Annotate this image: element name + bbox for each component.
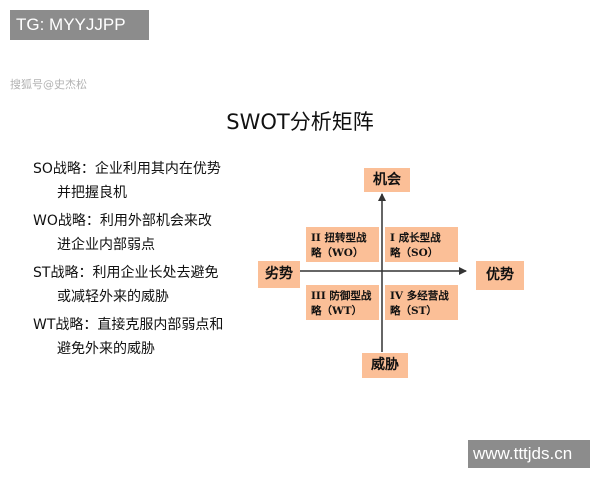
quadrant-st-line2: 略（ST） bbox=[390, 305, 437, 317]
quadrant-so-line1: I 成长型战 bbox=[390, 232, 441, 244]
axis-label-threat: 威胁 bbox=[362, 353, 408, 378]
quadrant-so-line2: 略（SO） bbox=[390, 247, 439, 259]
strategy-wo-line2: 进企业内部弱点 bbox=[57, 236, 155, 253]
quadrant-wo: II 扭转型战 略（WO） bbox=[306, 227, 379, 262]
strategy-wo: WO战略：利用外部机会来改 进企业内部弱点 bbox=[33, 210, 263, 257]
strategy-so-line2: 并把握良机 bbox=[57, 184, 127, 201]
strategy-wt-line2: 避免外来的威胁 bbox=[57, 340, 155, 357]
strategy-list: SO战略：企业利用其内在优势 并把握良机 WO战略：利用外部机会来改 进企业内部… bbox=[33, 158, 263, 366]
strategy-so: SO战略：企业利用其内在优势 并把握良机 bbox=[33, 158, 263, 205]
quadrant-wt-line2: 略（WT） bbox=[311, 305, 363, 317]
quadrant-wt-line1: III 防御型战 bbox=[311, 290, 372, 302]
quadrant-st-line1: IV 多经营战 bbox=[390, 290, 449, 302]
strategy-wt: WT战略：直接克服内部弱点和 避免外来的威胁 bbox=[33, 314, 263, 361]
quadrant-so: I 成长型战 略（SO） bbox=[385, 227, 458, 262]
axis-label-opportunity: 机会 bbox=[364, 168, 410, 192]
strategy-st-line1: ST战略：利用企业长处去避免 bbox=[33, 265, 219, 281]
tg-watermark: TG: MYYJJPP bbox=[10, 10, 149, 40]
quadrant-wo-line2: 略（WO） bbox=[311, 247, 364, 259]
strategy-st-line2: 或减轻外来的威胁 bbox=[57, 288, 169, 305]
strategy-so-line1: SO战略：企业利用其内在优势 bbox=[33, 161, 221, 177]
quadrant-wt: III 防御型战 略（WT） bbox=[306, 285, 379, 320]
strategy-st: ST战略：利用企业长处去避免 或减轻外来的威胁 bbox=[33, 262, 263, 309]
quadrant-st: IV 多经营战 略（ST） bbox=[385, 285, 458, 320]
site-watermark: www.tttjds.cn bbox=[468, 440, 590, 468]
diagram-title: SWOT分析矩阵 bbox=[226, 110, 374, 134]
axis-label-strength: 优势 bbox=[476, 261, 524, 290]
axis-label-weakness: 劣势 bbox=[258, 261, 300, 288]
sohu-watermark: 搜狐号@史杰松 bbox=[10, 78, 87, 91]
strategy-wo-line1: WO战略：利用外部机会来改 bbox=[33, 213, 212, 229]
quadrant-wo-line1: II 扭转型战 bbox=[311, 232, 367, 244]
strategy-wt-line1: WT战略：直接克服内部弱点和 bbox=[33, 317, 224, 333]
